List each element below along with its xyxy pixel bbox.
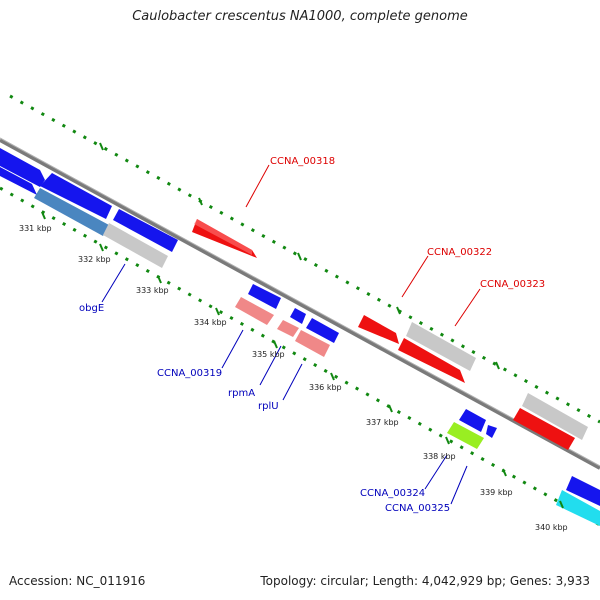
gene-rpmA[interactable] xyxy=(290,308,306,324)
gene-ccna-00324[interactable] xyxy=(459,409,486,432)
outer-tick-ring xyxy=(9,94,600,424)
tick-label: 331 kbp xyxy=(19,224,52,233)
tick-label: 339 kbp xyxy=(480,488,513,497)
gene-gray-1[interactable] xyxy=(406,322,476,371)
gene-ccna-00319[interactable] xyxy=(248,284,281,309)
accession-text: Accession: NC_011916 xyxy=(9,574,146,588)
gene-blue-1[interactable] xyxy=(0,148,45,187)
label-leaders xyxy=(101,164,481,505)
outer-major-ticks xyxy=(99,142,500,370)
label-ccna-00322[interactable]: CCNA_00322 xyxy=(427,247,492,258)
gene-pink-1[interactable] xyxy=(235,297,274,325)
gene-gray-2[interactable] xyxy=(522,393,588,440)
map-title: Caulobacter crescentus NA1000, complete … xyxy=(132,9,468,24)
label-obgE[interactable]: obgE xyxy=(79,303,104,314)
genome-backbone xyxy=(0,138,600,470)
label-rplU[interactable]: rplU xyxy=(258,401,279,412)
gene-obgE[interactable] xyxy=(34,188,109,236)
label-ccna-00325[interactable]: CCNA_00325 xyxy=(385,503,450,514)
gene-rplU[interactable] xyxy=(306,318,339,343)
tick-label: 340 kbp xyxy=(535,523,568,532)
genome-stats-text: Topology: circular; Length: 4,042,929 bp… xyxy=(260,574,590,588)
gene-ccna-00318[interactable] xyxy=(192,219,257,258)
inner-tick-ring xyxy=(0,186,600,527)
gene-pink-2[interactable] xyxy=(277,320,299,337)
tick-label: 334 kbp xyxy=(194,318,227,327)
rna-feature-green[interactable] xyxy=(447,422,484,449)
tick-label: 335 kbp xyxy=(252,350,285,359)
gene-gray-3[interactable] xyxy=(103,223,168,268)
gene-blue-2[interactable] xyxy=(0,167,37,195)
tick-label: 332 kbp xyxy=(78,255,111,264)
label-ccna-00319[interactable]: CCNA_00319 xyxy=(157,368,222,379)
gene-blue-3[interactable] xyxy=(40,173,112,219)
gene-pink-3[interactable] xyxy=(295,330,330,357)
label-ccna-00323[interactable]: CCNA_00323 xyxy=(480,279,545,290)
label-rpmA[interactable]: rpmA xyxy=(228,388,255,399)
tick-label: 333 kbp xyxy=(136,286,169,295)
label-ccna-00318[interactable]: CCNA_00318 xyxy=(270,156,335,167)
tick-label: 336 kbp xyxy=(309,383,342,392)
gene-blue-4[interactable] xyxy=(113,209,178,252)
gene-ccna-00322[interactable] xyxy=(358,315,399,344)
tick-label: 338 kbp xyxy=(423,452,456,461)
inner-major-ticks xyxy=(41,211,564,509)
label-ccna-00324[interactable]: CCNA_00324 xyxy=(360,488,425,499)
gene-ccna-00322b[interactable] xyxy=(398,338,465,383)
gene-blue-5[interactable] xyxy=(566,476,600,506)
gene-ccna-00323[interactable] xyxy=(513,408,575,450)
tick-label: 337 kbp xyxy=(366,418,399,427)
gene-ccna-00325[interactable] xyxy=(486,425,497,438)
gene-cyan[interactable] xyxy=(556,490,600,526)
